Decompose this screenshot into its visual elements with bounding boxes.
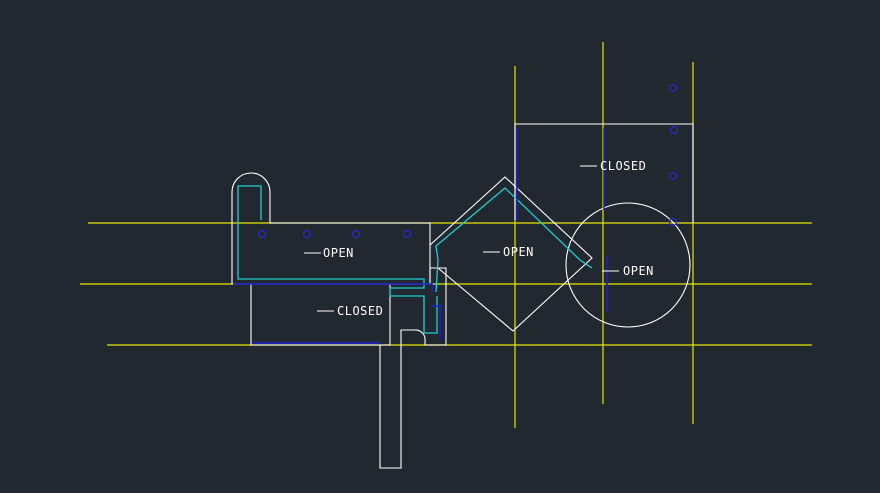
room-open-diamond-outline: [429, 176, 593, 332]
label-closed-top[interactable]: CLOSED: [580, 159, 646, 173]
marker-8[interactable]: [668, 217, 678, 227]
marker-3[interactable]: [351, 229, 361, 239]
room-outlines: [231, 123, 694, 469]
marker-6[interactable]: [669, 125, 679, 135]
cyan-path-left: [237, 185, 438, 334]
label-closed-bottom[interactable]: CLOSED: [317, 304, 383, 318]
cyan-paths: [237, 185, 593, 334]
label-open-circle[interactable]: OPEN: [602, 264, 654, 278]
marker-7[interactable]: [668, 171, 678, 181]
label-open-diamond[interactable]: OPEN: [483, 245, 534, 259]
blue-path-connector: [432, 305, 441, 340]
gridlines: [80, 42, 812, 428]
marker-1[interactable]: [257, 229, 267, 239]
label-open-circle-text: OPEN: [623, 264, 654, 278]
label-closed-top-text: CLOSED: [600, 159, 646, 173]
label-closed-bottom-text: CLOSED: [337, 304, 383, 318]
blue-paths: [233, 128, 608, 344]
label-open-left[interactable]: OPEN: [304, 246, 354, 260]
label-open-diamond-text: OPEN: [503, 245, 534, 259]
room-open-circle-outline: [565, 202, 691, 328]
room-closed-top-outline: [514, 123, 694, 223]
room-closed-bottom-outline: [250, 284, 391, 346]
marker-5[interactable]: [668, 83, 678, 93]
connector-outline: [379, 267, 447, 469]
cyan-path-diamond: [435, 187, 593, 293]
room-open-left-outline: [231, 172, 431, 285]
marker-4[interactable]: [402, 229, 412, 239]
blue-path-left-room: [233, 283, 433, 292]
room-labels: OPEN CLOSED OPEN CLOSED OPEN: [304, 159, 654, 318]
markers: [257, 83, 679, 239]
label-open-left-text: OPEN: [323, 246, 354, 260]
marker-2[interactable]: [302, 229, 312, 239]
